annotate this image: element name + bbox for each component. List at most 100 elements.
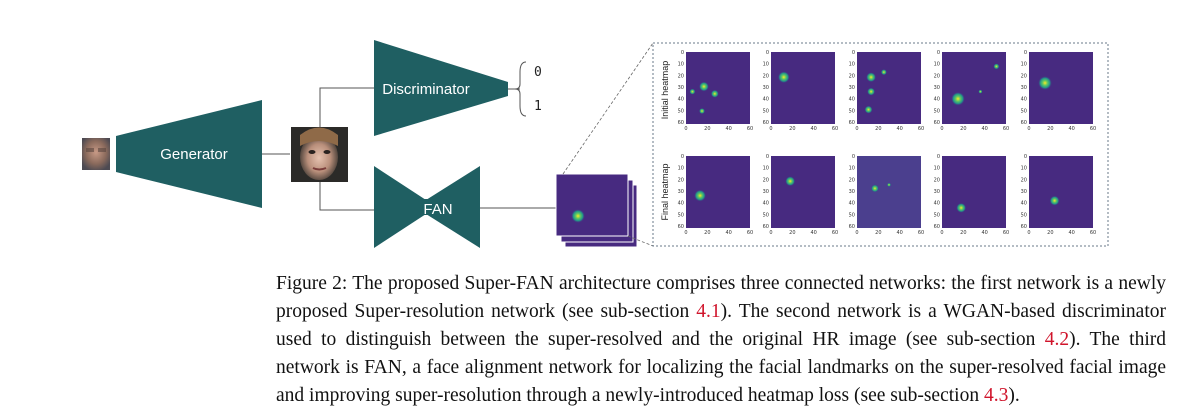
y-tick-label: 0	[766, 50, 769, 56]
heatmap-hotspot	[694, 189, 707, 202]
y-tick-label: 10	[763, 166, 769, 172]
caption-text: ). The second network is a WGAN-based di…	[276, 301, 1166, 350]
heatmap-image	[686, 52, 750, 124]
caption-text: ). The third network is FAN, a face alig…	[276, 329, 1166, 406]
x-tick-label: 0	[855, 230, 858, 236]
heatmap-hotspot	[880, 69, 887, 76]
heatmap-hotspot	[866, 72, 877, 83]
y-tick-label: 10	[678, 166, 684, 172]
y-tick-label: 40	[1021, 201, 1027, 207]
y-tick-label: 50	[763, 212, 769, 218]
row-label-initial: Initial heatmap	[660, 61, 670, 120]
x-tick-label: 60	[1003, 126, 1009, 132]
section-link-4-2[interactable]: 4.2	[1044, 329, 1070, 350]
heatmap-hotspot	[699, 108, 705, 115]
y-tick-label: 20	[849, 73, 855, 79]
y-tick-label: 20	[934, 73, 940, 79]
connector-line	[319, 182, 374, 211]
x-tick-label: 0	[684, 230, 687, 236]
y-tick-label: 60	[1021, 120, 1027, 126]
y-tick-label: 50	[849, 108, 855, 114]
y-tick-label: 10	[934, 62, 940, 68]
section-link-4-1[interactable]: 4.1	[696, 301, 721, 322]
y-tick-label: 20	[934, 177, 940, 183]
y-tick-label: 0	[766, 154, 769, 160]
connector-line	[319, 87, 374, 127]
y-tick-label: 60	[678, 224, 684, 230]
x-tick-label: 60	[918, 230, 924, 236]
x-tick-label: 60	[747, 230, 753, 236]
y-tick-label: 50	[1021, 108, 1027, 114]
discriminator-label: Discriminator	[382, 81, 470, 98]
y-tick-label: 40	[763, 97, 769, 103]
x-tick-label: 20	[1047, 230, 1053, 236]
heatmap-hotspot	[698, 81, 709, 92]
heatmap-hotspot	[785, 176, 796, 187]
x-tick-label: 20	[960, 126, 966, 132]
y-tick-label: 0	[681, 154, 684, 160]
x-tick-label: 40	[981, 230, 987, 236]
output-brace	[514, 61, 527, 117]
super-resolved-face-image	[291, 127, 348, 182]
heatmap-hotspot	[993, 63, 1000, 70]
heatmap-hotspot	[689, 88, 696, 95]
y-tick-label: 10	[934, 166, 940, 172]
y-tick-label: 20	[1021, 73, 1027, 79]
y-tick-label: 20	[763, 73, 769, 79]
y-tick-label: 40	[678, 97, 684, 103]
heatmap-hotspot	[951, 91, 965, 106]
x-tick-label: 0	[769, 230, 772, 236]
y-tick-label: 40	[849, 97, 855, 103]
x-tick-label: 60	[832, 230, 838, 236]
heatmap-hotspot	[978, 89, 983, 94]
y-tick-label: 20	[678, 73, 684, 79]
y-tick-label: 0	[852, 154, 855, 160]
y-tick-label: 60	[763, 120, 769, 126]
y-tick-label: 60	[1021, 224, 1027, 230]
heatmap-hotspot	[710, 89, 719, 98]
y-tick-label: 10	[849, 62, 855, 68]
y-tick-label: 20	[849, 177, 855, 183]
section-link-4-3[interactable]: 4.3	[983, 385, 1009, 406]
y-tick-label: 60	[849, 224, 855, 230]
x-tick-label: 40	[896, 230, 902, 236]
row-label-final: Final heatmap	[660, 163, 670, 220]
fan-label: FAN	[423, 201, 452, 218]
y-tick-label: 30	[849, 85, 855, 91]
x-tick-label: 40	[725, 230, 731, 236]
y-tick-label: 30	[678, 85, 684, 91]
y-tick-label: 10	[1021, 62, 1027, 68]
y-tick-label: 50	[763, 108, 769, 114]
y-tick-label: 40	[934, 201, 940, 207]
x-tick-label: 60	[918, 126, 924, 132]
y-tick-label: 50	[849, 212, 855, 218]
caption-text: Figure 2: The proposed Super-FAN archite…	[276, 273, 1166, 322]
low-res-face-image	[82, 138, 110, 170]
x-tick-label: 0	[1027, 126, 1030, 132]
y-tick-label: 0	[681, 50, 684, 56]
y-tick-label: 40	[849, 201, 855, 207]
x-tick-label: 20	[875, 230, 881, 236]
heatmap-hotspot	[777, 71, 790, 84]
discriminator-block: Discriminator	[374, 40, 508, 136]
y-tick-label: 50	[678, 108, 684, 114]
heatmap-image	[857, 156, 921, 228]
heatmap-stack	[555, 173, 638, 248]
x-tick-label: 40	[1068, 126, 1074, 132]
y-tick-label: 30	[1021, 189, 1027, 195]
y-tick-label: 40	[934, 97, 940, 103]
generator-label: Generator	[160, 146, 228, 163]
heatmap-image	[1029, 156, 1093, 228]
x-tick-label: 60	[1090, 230, 1096, 236]
heatmap-image	[771, 52, 835, 124]
x-tick-label: 60	[1090, 126, 1096, 132]
y-tick-label: 30	[763, 85, 769, 91]
fan-block: FAN	[374, 166, 480, 248]
heatmap-hotspot	[1049, 195, 1060, 206]
y-tick-label: 30	[849, 189, 855, 195]
y-tick-label: 30	[934, 189, 940, 195]
zoom-line	[562, 42, 654, 175]
